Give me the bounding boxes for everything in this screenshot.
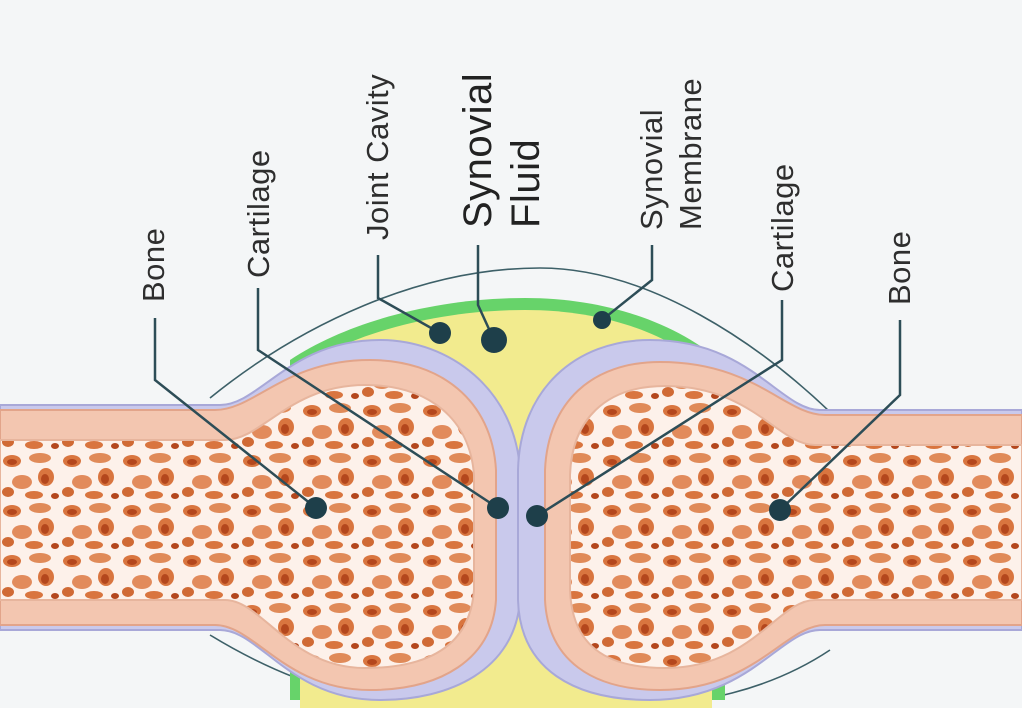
leader-cartilage-left [256,288,499,510]
label-synovial-fluid-line1: Synovial [456,72,500,228]
dot-synovial-fluid [481,327,507,353]
dot-cartilage-right [526,505,548,527]
right-spongy-bone [569,384,1022,670]
label-joint-cavity: Joint Cavity [360,73,395,240]
label-bone-left: Bone [136,227,171,302]
label-synovial-membrane: Synovial Membrane [634,77,708,230]
dot-bone-right [769,499,791,521]
leader-synovial-membrane [601,245,654,321]
label-cartilage-left: Cartilage [241,149,276,278]
dot-synovial-membrane [593,311,611,329]
left-spongy-bone [0,383,475,670]
leader-cartilage-right [536,300,784,518]
dot-joint-cavity [429,322,451,344]
leader-bone-left [153,318,317,509]
label-synovial-membrane-line1: Synovial [634,108,669,230]
dot-bone-left [305,497,327,519]
label-synovial-membrane-line2: Membrane [673,77,708,230]
leader-bone-right [779,320,902,511]
dot-cartilage-left [487,497,509,519]
joint-capsule-outline [209,267,831,413]
leader-dots [305,311,791,527]
leader-joint-cavity [376,255,441,335]
label-bone-right: Bone [882,230,917,305]
label-synovial-fluid-line2: Fluid [504,138,548,228]
label-cartilage-right: Cartilage [765,163,800,292]
label-synovial-fluid: Synovial Fluid [456,72,548,228]
